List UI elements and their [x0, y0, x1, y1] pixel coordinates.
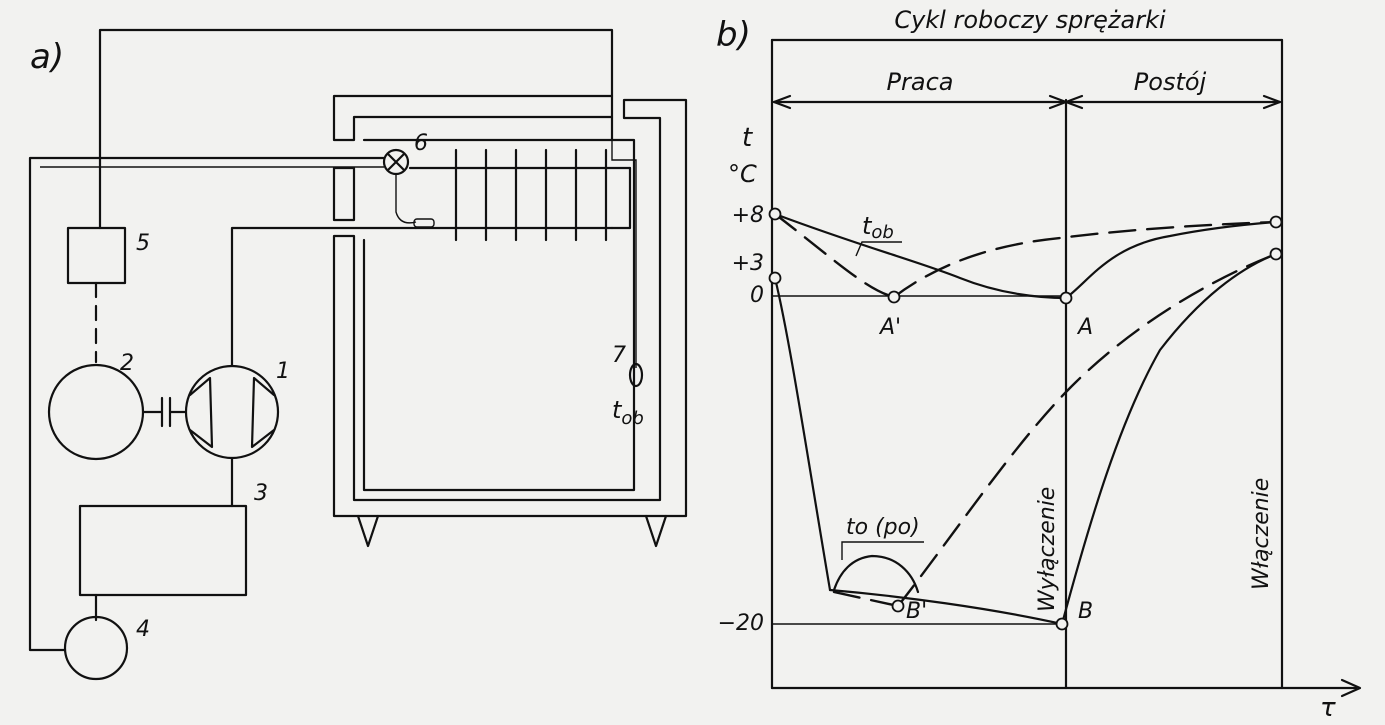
tob-label-leader: [855, 241, 902, 257]
phase-stop-label: Postój: [1134, 68, 1207, 96]
label-3: 3: [254, 481, 268, 506]
panel-a-schematic: a): [28, 28, 688, 681]
point-start-low: [768, 271, 782, 285]
point-label-B: B: [1078, 599, 1093, 624]
curve-to-dashed-rise: [896, 252, 1278, 608]
evaporator: [408, 148, 632, 242]
label-1: 1: [276, 359, 290, 384]
curve-tob-dashed-down: [773, 212, 896, 299]
coupling: [141, 396, 188, 428]
y-axis-unit: °C: [728, 160, 757, 188]
curve-to-hump: [832, 554, 920, 594]
cabinet-body: [332, 98, 688, 518]
point-A-prime: [887, 290, 901, 304]
cabinet-outer-wall: [332, 94, 614, 142]
curve-to-dashed-low: [832, 590, 900, 608]
curve-to-stop: [1060, 252, 1278, 626]
y-tick-0: 0: [750, 283, 764, 308]
label-6: 6: [414, 131, 428, 156]
point-label-A-prime: A': [878, 315, 901, 340]
sensor-bulb-7: [628, 362, 644, 388]
curve-to-drop: [773, 276, 832, 592]
curve-tob-work: [773, 212, 1068, 300]
cabinet-foot-left: [356, 514, 380, 548]
point-B-prime: [891, 599, 905, 613]
point-end-top: [1269, 215, 1283, 229]
label-5: 5: [136, 231, 150, 256]
x-axis-symbol: τ: [1320, 693, 1336, 723]
phase-work-label: Praca: [887, 68, 954, 96]
component-4: [63, 615, 129, 681]
sensor-label-t: tob: [612, 396, 644, 429]
point-label-A: A: [1076, 315, 1093, 340]
cabinet-left-wall: [332, 166, 356, 222]
point-A: [1059, 291, 1073, 305]
curve-to-label: to (po): [846, 515, 920, 540]
label-7: 7: [612, 343, 626, 368]
to-label-leader: [841, 541, 924, 560]
label-2: 2: [120, 351, 134, 376]
curve-tob-dashed-up: [892, 220, 1278, 299]
x-axis-arrow: [1340, 678, 1362, 698]
switch-off-label: Wyłączenie: [1035, 487, 1060, 612]
condenser-3: [78, 504, 248, 597]
cabinet-inner: [362, 115, 636, 492]
compressor-symbol: [188, 376, 276, 449]
motor-2: [47, 363, 145, 461]
curve-to-work: [828, 588, 1064, 626]
y-tick-plus8: +8: [732, 203, 764, 228]
y-tick-minus20: −20: [718, 611, 764, 636]
y-axis-symbol: t: [742, 123, 753, 153]
control-box-5: [66, 226, 127, 285]
wire-4-to-valve: [28, 156, 386, 652]
point-label-B-prime: B': [906, 599, 927, 624]
point-end-low: [1269, 247, 1283, 261]
panel-a-label: a): [30, 37, 64, 77]
switch-on-label: Włączenie: [1249, 478, 1274, 590]
suction-line: [230, 226, 418, 368]
y-tick-plus3: +3: [732, 251, 764, 276]
label-4: 4: [136, 617, 150, 642]
panel-b-label: b): [716, 15, 751, 55]
sensor-wire-7: [611, 140, 637, 368]
compressor-1: [184, 364, 280, 460]
wire-5-to-cabinet: [98, 28, 614, 230]
cabinet-foot-right: [644, 514, 668, 548]
curve-tob-stop: [1064, 220, 1278, 300]
expansion-valve-6: [382, 148, 435, 228]
point-B: [1055, 617, 1069, 631]
chart-title: Cykl roboczy sprężarki: [894, 6, 1166, 34]
curve-tob-label: tob: [862, 212, 894, 243]
point-start-top: [768, 207, 782, 221]
panel-b-chart: b) Cykl roboczy sprężarki Praca Postój t…: [716, 6, 1362, 723]
